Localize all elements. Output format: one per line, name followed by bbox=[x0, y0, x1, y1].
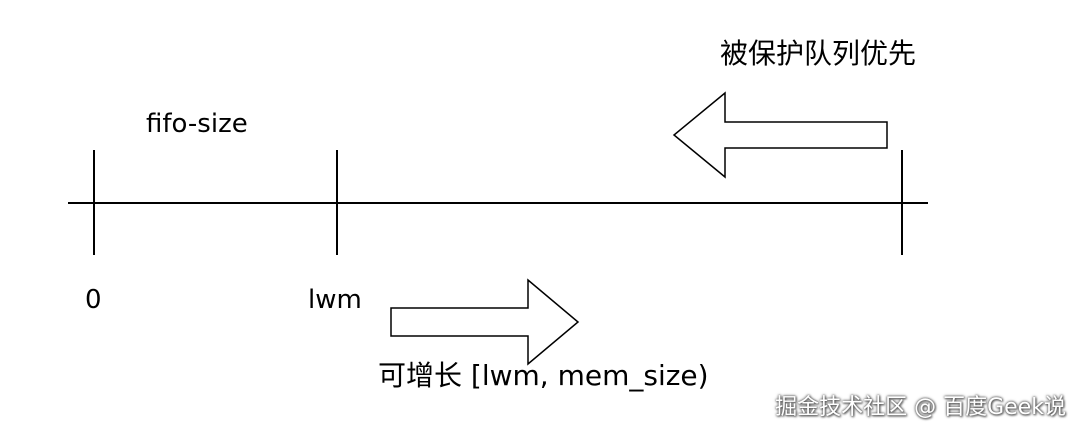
lwm-label: lwm bbox=[308, 285, 362, 315]
growable-range-label: 可增长 [lwm, mem_size) bbox=[378, 359, 709, 392]
left-arrow bbox=[672, 91, 888, 179]
fifo-size-label: fifo-size bbox=[146, 109, 248, 139]
zero-label: 0 bbox=[85, 285, 102, 315]
right-arrow bbox=[390, 278, 580, 366]
protected-queue-first-label: 被保护队列优先 bbox=[720, 37, 917, 70]
watermark: 掘金技术社区 @ 百度Geek说 bbox=[775, 395, 1066, 420]
